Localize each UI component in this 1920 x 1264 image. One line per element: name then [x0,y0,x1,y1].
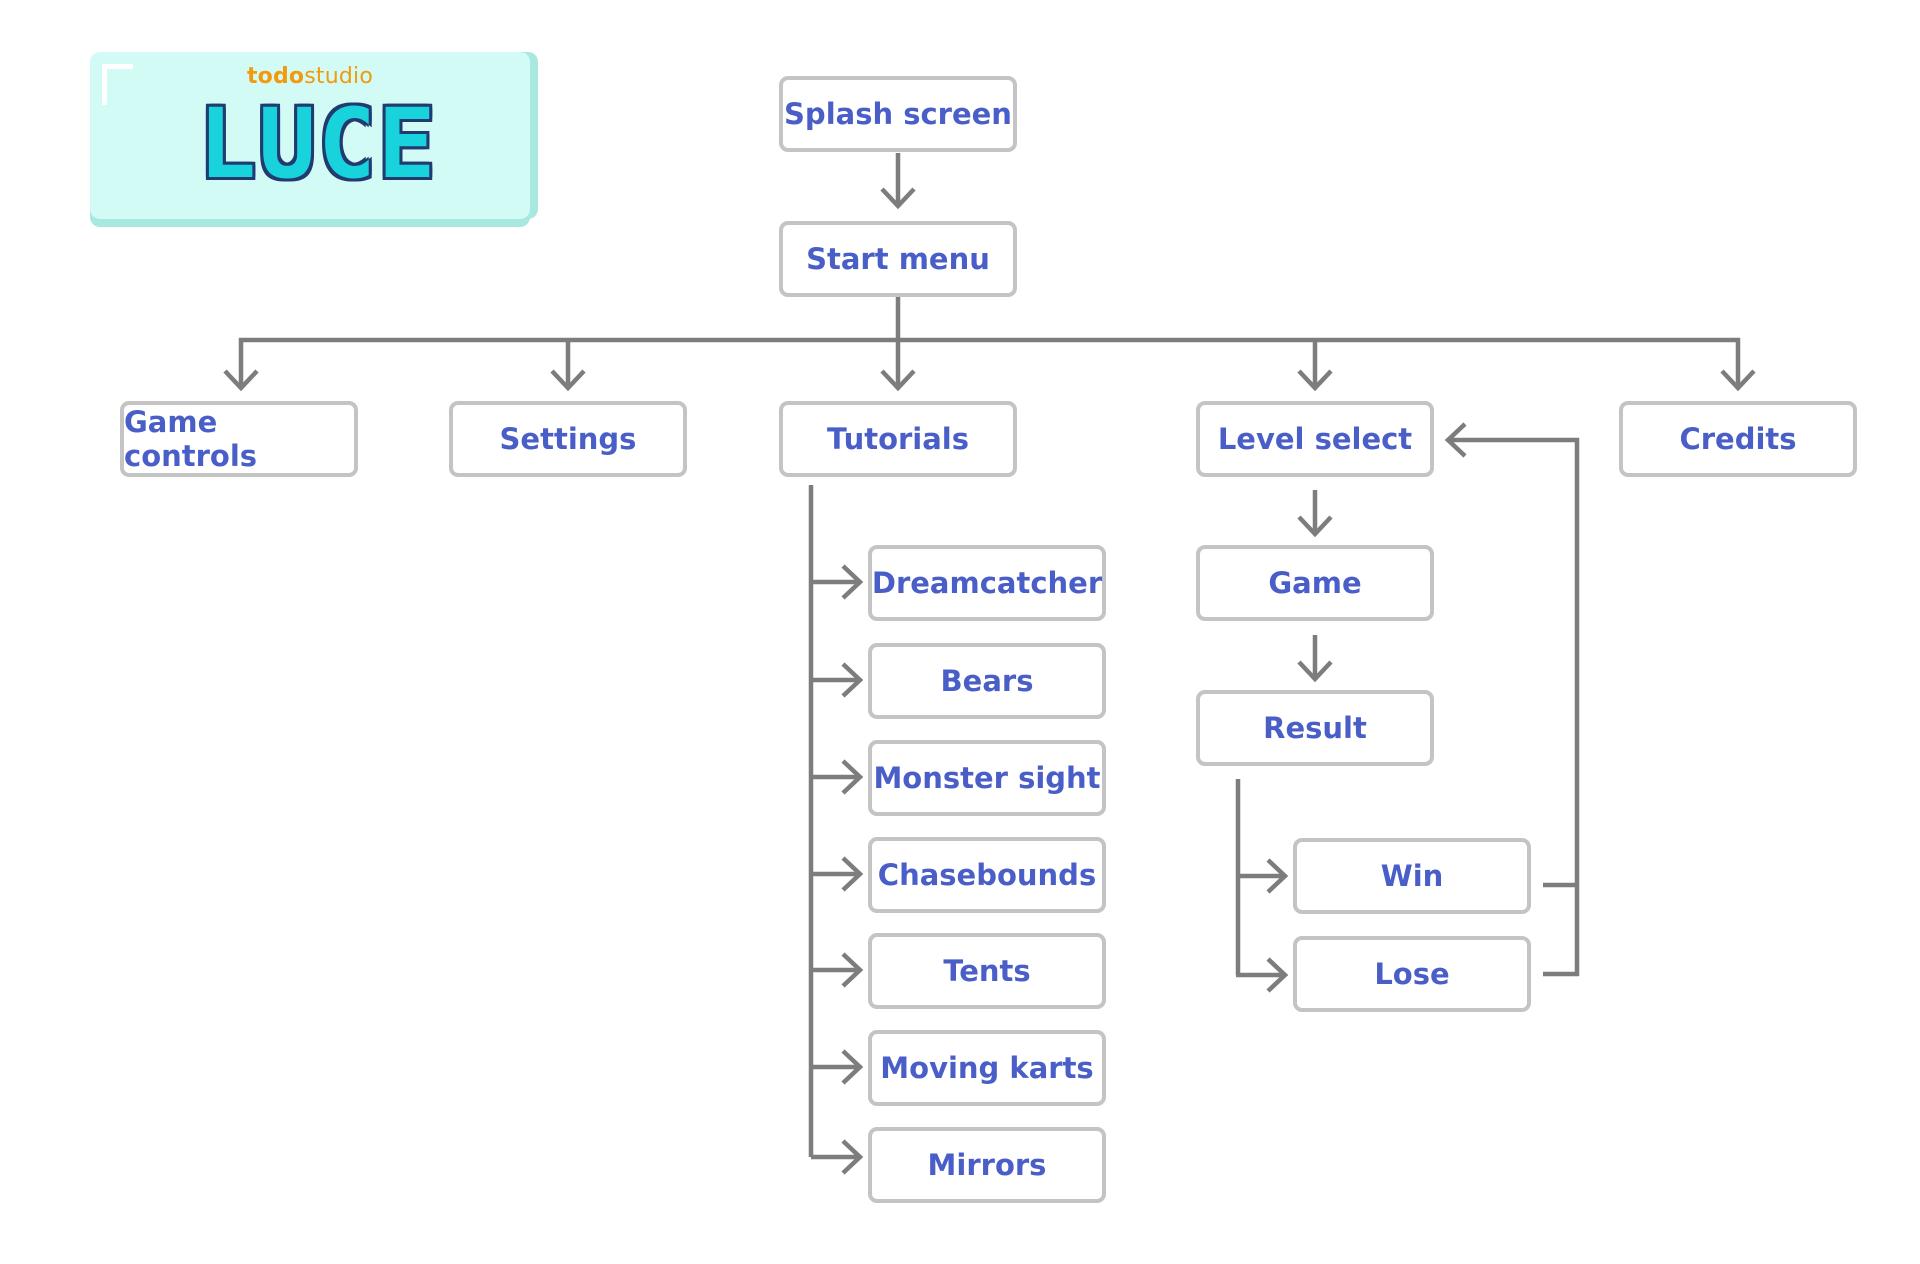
node-monster-sight: Monster sight [868,740,1106,816]
node-splash-screen: Splash screen [779,76,1017,152]
game-wordmark: LUCE [198,88,438,200]
todostudio-luce-logo: todostudio LUCE [90,52,530,219]
arrowhead [841,564,864,600]
node-win: Win [1293,838,1531,914]
node-game: Game [1196,545,1434,621]
arrowhead [1266,957,1289,993]
arrowhead [1720,369,1756,392]
node-start-menu: Start menu [779,221,1017,297]
arrowhead [841,952,864,988]
arrowhead [880,187,916,210]
node-bears: Bears [868,643,1106,719]
node-level-select: Level select [1196,401,1434,477]
arrowhead [841,856,864,892]
node-dreamcatcher: Dreamcatcher [868,545,1106,621]
arrowhead [841,662,864,698]
node-chasebounds: Chasebounds [868,837,1106,913]
arrowhead [1297,660,1333,683]
arrowhead [223,369,259,392]
arrowhead [1266,858,1289,894]
node-game-controls: Game controls [120,401,358,477]
arrowhead [841,1139,864,1175]
logo-corner-highlight [102,64,133,105]
node-moving-karts: Moving karts [868,1030,1106,1106]
node-tents: Tents [868,933,1106,1009]
studio-name-rest: studio [304,64,374,89]
node-credits: Credits [1619,401,1857,477]
arrowhead [1297,515,1333,538]
arrowhead [841,1049,864,1085]
node-settings: Settings [449,401,687,477]
studio-name: todostudio [90,64,530,89]
arrowhead [880,369,916,392]
node-tutorials: Tutorials [779,401,1017,477]
node-result: Result [1196,690,1434,766]
studio-name-bold: todo [246,64,305,89]
node-lose: Lose [1293,936,1531,1012]
node-mirrors: Mirrors [868,1127,1106,1203]
arrowhead [1297,369,1333,392]
arrowhead [1444,422,1467,458]
arrowhead [550,369,586,392]
arrowhead [841,759,864,795]
